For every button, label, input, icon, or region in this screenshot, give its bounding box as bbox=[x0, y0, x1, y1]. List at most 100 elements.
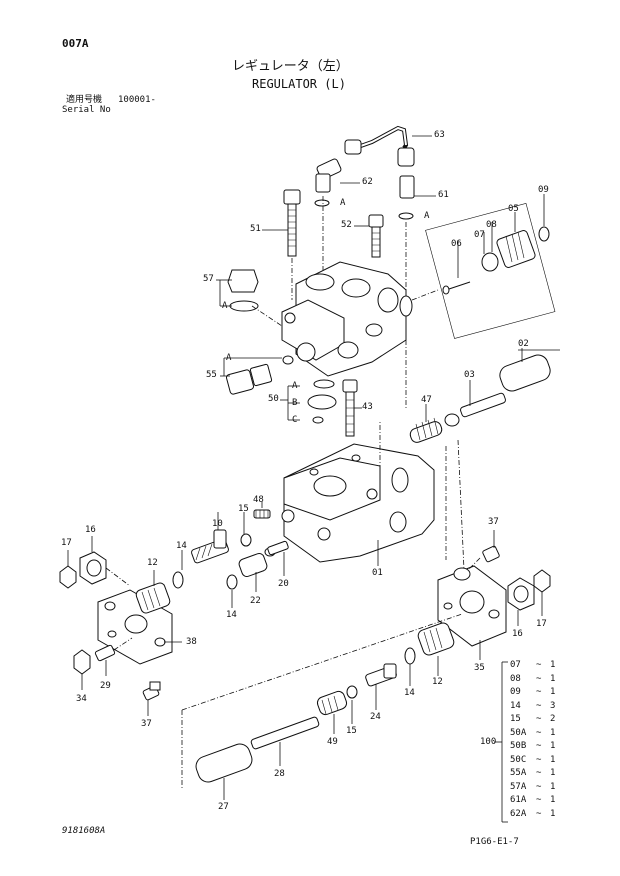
kit-part-number: 15 bbox=[510, 714, 521, 724]
ref-a-62: A bbox=[340, 198, 346, 208]
callout-47: 47 bbox=[421, 395, 432, 405]
callout-63: 63 bbox=[434, 130, 445, 140]
ref-a-61: A bbox=[424, 211, 430, 221]
callout-14-left: 14 bbox=[176, 541, 187, 551]
serial-label-english: Serial No bbox=[62, 105, 111, 115]
kit-row: 55A ~1 bbox=[510, 768, 555, 778]
callout-07: 07 bbox=[474, 230, 485, 240]
callout-51: 51 bbox=[250, 224, 261, 234]
callout-14-right: 14 bbox=[404, 688, 415, 698]
kit-part-number: 57A bbox=[510, 781, 527, 792]
kit-dash: ~ bbox=[536, 768, 542, 778]
serial-value: 100001- bbox=[118, 95, 156, 105]
kit-quantity: 2 bbox=[550, 714, 556, 724]
callout-62: 62 bbox=[362, 177, 373, 187]
kit-quantity: 1 bbox=[550, 741, 556, 751]
ref-b-50: B bbox=[292, 398, 298, 408]
pipe-assembly-63 bbox=[344, 125, 432, 167]
callout-01: 01 bbox=[372, 568, 383, 578]
bolt-37-right bbox=[467, 530, 500, 571]
nut-34 bbox=[73, 649, 91, 690]
kit-row: 14~3 bbox=[510, 701, 555, 711]
kit-row: 50A~1 bbox=[510, 728, 555, 738]
kit-quantity: 1 bbox=[550, 795, 556, 805]
kit-number: 100 bbox=[480, 737, 497, 747]
callout-16-left: 16 bbox=[85, 525, 96, 535]
spool-03 bbox=[444, 380, 506, 427]
o-ring-15-lower bbox=[346, 685, 358, 724]
callout-14-center: 14 bbox=[226, 610, 237, 620]
o-ring-set-50 bbox=[280, 379, 337, 424]
page-title-english: REGULATOR (L) bbox=[252, 77, 346, 91]
sheet-reference: P1G6-E1-7 bbox=[470, 837, 519, 847]
callout-03: 03 bbox=[464, 370, 475, 380]
kit-row: 50B ~1 bbox=[510, 741, 555, 751]
callout-49: 49 bbox=[327, 737, 338, 747]
callout-28: 28 bbox=[274, 769, 285, 779]
kit-part-number: 50B bbox=[510, 741, 527, 751]
kit-quantity: 1 bbox=[550, 673, 556, 684]
kit-quantity: 1 bbox=[550, 754, 556, 765]
callout-16-right: 16 bbox=[512, 629, 523, 639]
kit-dash: ~ bbox=[536, 741, 542, 751]
set-screw-29 bbox=[94, 637, 133, 676]
serial-label-japanese: 適用号機 bbox=[66, 95, 103, 105]
callout-57: 57 bbox=[203, 274, 214, 284]
callout-12-left: 12 bbox=[147, 558, 158, 568]
pin-20 bbox=[267, 540, 289, 576]
sleeve-02 bbox=[499, 348, 560, 392]
kit-row: 57A~1 bbox=[510, 782, 555, 792]
kit-dash: ~ bbox=[536, 795, 542, 805]
spring-49 bbox=[316, 690, 348, 734]
kit-row: 09~1 bbox=[510, 687, 555, 697]
lock-nut-16-right bbox=[507, 577, 535, 626]
kit-quantity: 1 bbox=[550, 768, 556, 778]
ref-a-57: A bbox=[222, 301, 228, 311]
callout-48: 48 bbox=[253, 495, 264, 505]
o-ring-15-upper bbox=[240, 512, 252, 547]
kit-part-number: 08 bbox=[510, 673, 521, 684]
page-code: 007A bbox=[62, 37, 89, 50]
socket-bolt-52 bbox=[354, 214, 384, 258]
callout-20: 20 bbox=[278, 579, 289, 589]
sleeve-27 bbox=[195, 743, 253, 800]
kit-part-number: 61A bbox=[510, 795, 527, 805]
sleeve-12-right bbox=[417, 622, 455, 676]
callout-09-top: 09 bbox=[538, 185, 549, 195]
ref-c-50: C bbox=[292, 415, 298, 425]
cap-nut-17-right bbox=[533, 569, 551, 616]
callout-05: 05 bbox=[508, 204, 519, 214]
plug-57 bbox=[216, 269, 259, 312]
rod-28 bbox=[250, 716, 320, 766]
kit-dash: ~ bbox=[536, 754, 542, 765]
kit-dash: ~ bbox=[536, 727, 542, 738]
callout-17-left: 17 bbox=[61, 538, 72, 548]
elbow-fitting-62 bbox=[314, 158, 360, 270]
callout-38: 38 bbox=[186, 637, 197, 647]
pressure-sensor-55 bbox=[220, 355, 294, 395]
callout-61: 61 bbox=[438, 190, 449, 200]
centerline-lower bbox=[181, 613, 463, 711]
plunger-10 bbox=[191, 512, 229, 564]
o-ring-14-right bbox=[404, 647, 416, 686]
kit-part-number: 50C bbox=[510, 754, 527, 765]
kit-row: 50C ~1 bbox=[510, 755, 555, 765]
kit-dash: ~ bbox=[536, 714, 542, 724]
plunger-24 bbox=[365, 663, 397, 710]
callout-34: 34 bbox=[76, 694, 87, 704]
kit-part-number: 55A bbox=[510, 768, 527, 778]
kit-dash: ~ bbox=[536, 808, 542, 819]
kit-quantity: 1 bbox=[550, 781, 556, 792]
callout-10: 10 bbox=[212, 519, 223, 529]
kit-row: 15 ~2 bbox=[510, 714, 555, 724]
spool-group-05-09 bbox=[425, 194, 556, 339]
socket-bolt-43 bbox=[342, 379, 362, 437]
kit-quantity: 3 bbox=[550, 700, 556, 711]
callout-24: 24 bbox=[370, 712, 381, 722]
sleeve-12-left bbox=[135, 570, 171, 614]
ref-a-55: A bbox=[226, 353, 232, 363]
callout-17-right: 17 bbox=[536, 619, 547, 629]
kit-bracket bbox=[494, 661, 508, 823]
cover-plate-35 bbox=[437, 565, 507, 660]
kit-part-number: 07 bbox=[510, 660, 521, 670]
